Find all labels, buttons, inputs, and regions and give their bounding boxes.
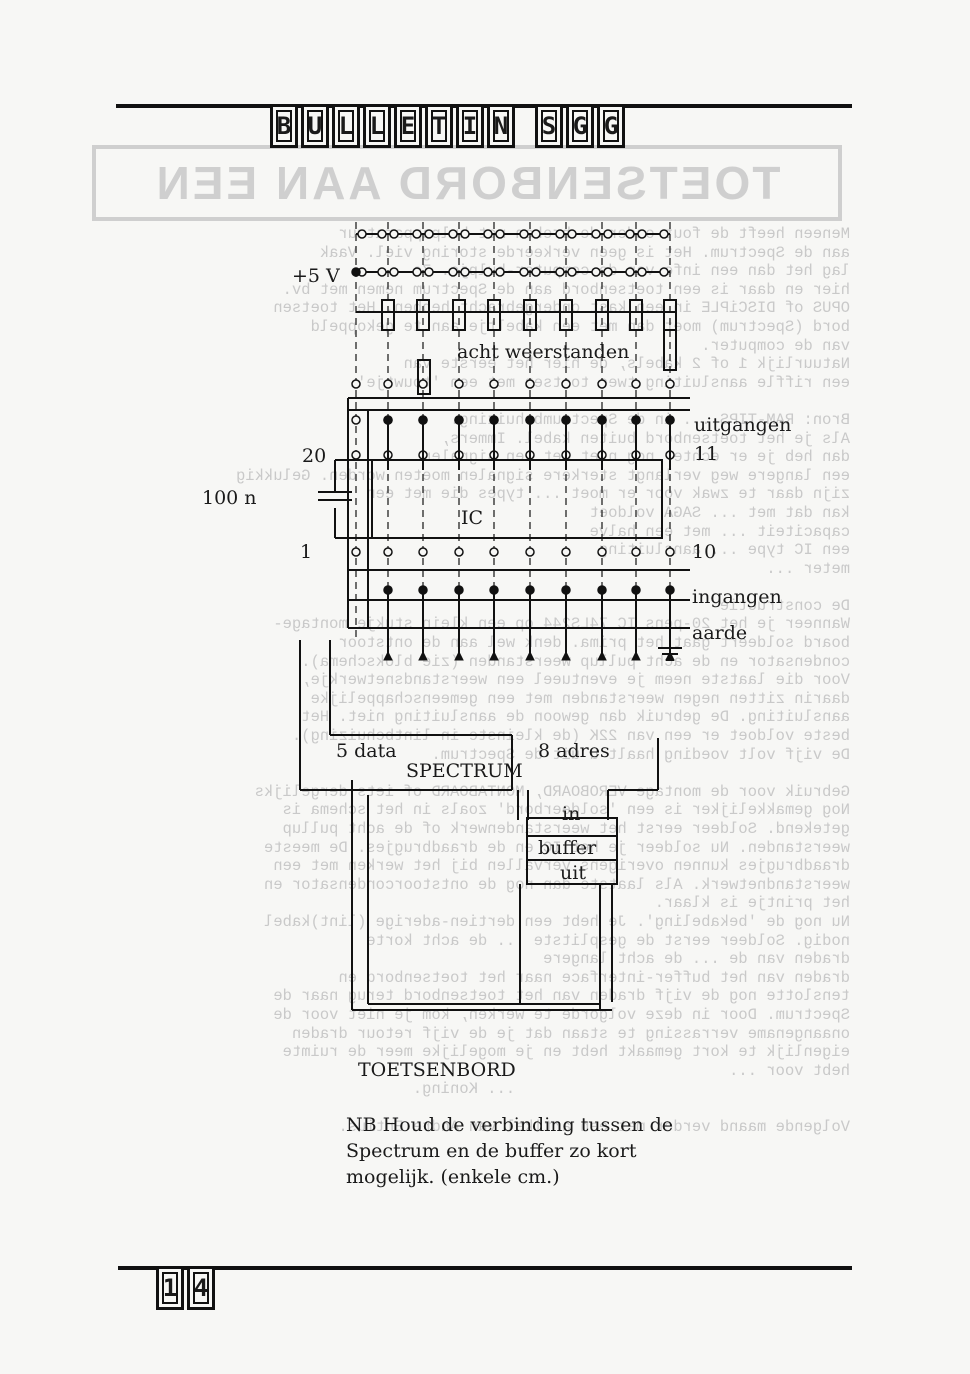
pin-10-label: 10 <box>692 541 717 563</box>
outputs-label: uitgangen <box>694 414 792 436</box>
address-lines-label: 8 adres <box>538 740 610 762</box>
buffer-out-label: uit <box>560 862 586 884</box>
title-letter: U <box>301 104 329 148</box>
title-letter: G <box>566 104 594 148</box>
resistors-label: acht weerstanden <box>457 341 630 363</box>
buffer-in-label: in <box>562 803 581 825</box>
header-rule <box>116 104 852 108</box>
footer-rule <box>118 1266 852 1270</box>
title-letter: E <box>394 104 422 148</box>
buffer-label: buffer <box>538 837 597 859</box>
ic-label: IC <box>461 507 484 529</box>
page-digit: 4 <box>187 1266 215 1310</box>
spectrum-label: SPECTRUM <box>406 760 523 782</box>
bleed-through-heading: TOETSENBORD AAN EEN <box>92 145 842 221</box>
title-letter: G <box>597 104 625 148</box>
title-gap <box>518 104 532 142</box>
title-letter: B <box>270 104 298 148</box>
note: NB Houd de verbinding tussen de Spectrum… <box>346 1112 673 1190</box>
capacitor-label: 100 n <box>202 487 257 509</box>
title-letter: S <box>535 104 563 148</box>
keyboard-label: TOETSENBORD <box>358 1059 516 1081</box>
title-letter: T <box>425 104 453 148</box>
title-letter: L <box>332 104 360 148</box>
note-line-2: Spectrum en de buffer zo kort <box>346 1140 637 1162</box>
pin-1-label: 1 <box>300 541 313 563</box>
inputs-label: ingangen <box>692 586 782 608</box>
supply-label: +5 V <box>292 265 340 287</box>
ground-label: aarde <box>692 622 748 644</box>
note-line-1: NB Houd de verbinding tussen de <box>346 1114 674 1136</box>
title-letter: L <box>363 104 391 148</box>
page-digit: 1 <box>156 1266 184 1310</box>
pin-20-label: 20 <box>302 445 327 467</box>
title-letter: N <box>487 104 515 148</box>
pin-11-label: 11 <box>694 443 719 465</box>
note-line-3: mogelijk. (enkele cm.) <box>346 1166 560 1188</box>
title-letter: I <box>456 104 484 148</box>
data-lines-label: 5 data <box>336 740 397 762</box>
